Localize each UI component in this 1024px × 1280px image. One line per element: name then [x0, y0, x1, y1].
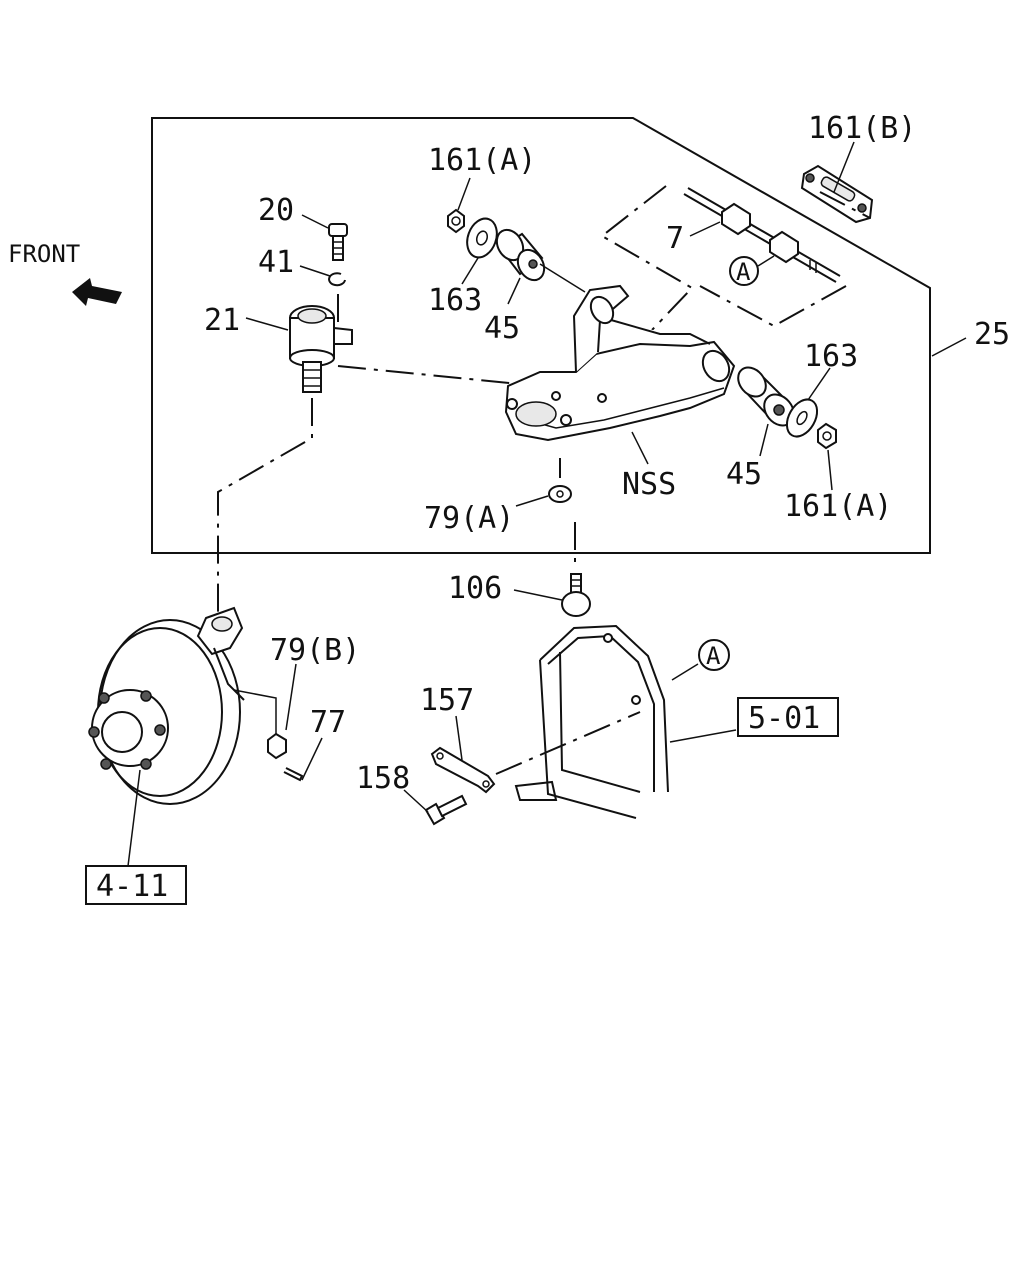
ball-joint-21 — [289, 305, 353, 393]
callout-a-bottom-text: A — [706, 642, 721, 670]
label-45-top: 45 — [484, 311, 520, 346]
label-20: 20 — [258, 193, 294, 228]
label-163-top: 163 — [428, 283, 482, 318]
bolt-20 — [328, 223, 348, 261]
label-158: 158 — [356, 761, 410, 796]
label-163-right: 163 — [804, 339, 858, 374]
nut-79b — [267, 732, 287, 760]
label-77: 77 — [310, 705, 346, 740]
washer-163-top — [466, 217, 498, 259]
ref-501-text: 5-01 — [748, 701, 820, 736]
callout-a-top-text: A — [736, 258, 751, 286]
bushing-45-right — [737, 366, 795, 427]
snap-ring-41 — [328, 272, 346, 287]
label-nss: NSS — [622, 467, 676, 502]
label-79b: 79(B) — [270, 633, 360, 668]
nut-161a-right — [817, 422, 837, 450]
label-21: 21 — [204, 303, 240, 338]
front-arrow-icon — [72, 278, 122, 306]
washer-163-right — [785, 398, 819, 438]
callout-a-top — [729, 256, 759, 286]
label-161b: 161(B) — [808, 111, 916, 146]
label-41: 41 — [258, 245, 294, 280]
nut-161a-top — [447, 208, 465, 234]
ref-box-501[interactable] — [737, 697, 839, 737]
label-161a-top: 161(A) — [428, 143, 536, 178]
label-79a: 79(A) — [424, 501, 514, 536]
bolt-158 — [424, 794, 468, 826]
assembly-boundary — [151, 117, 931, 554]
label-25: 25 — [974, 317, 1010, 352]
bump-stopper-106 — [561, 573, 591, 617]
label-106: 106 — [448, 571, 502, 606]
label-161a-right: 161(A) — [784, 489, 892, 524]
shaft-7 — [683, 187, 841, 283]
ref-411-text: 4-11 — [96, 869, 168, 904]
label-157: 157 — [420, 683, 474, 718]
upper-control-arm — [504, 284, 736, 442]
ref-box-411[interactable] — [85, 865, 187, 905]
strap-157 — [430, 746, 496, 794]
plate-161b — [800, 164, 874, 224]
frame-bracket — [514, 624, 669, 819]
nut-79a — [548, 485, 572, 503]
label-7: 7 — [666, 221, 684, 256]
cotter-pin-77 — [283, 767, 304, 782]
front-label: FRONT — [8, 240, 80, 268]
callout-a-bottom — [698, 639, 730, 671]
knuckle-disc-assembly — [88, 606, 245, 805]
label-45-right: 45 — [726, 457, 762, 492]
bushing-45-top — [495, 228, 546, 282]
